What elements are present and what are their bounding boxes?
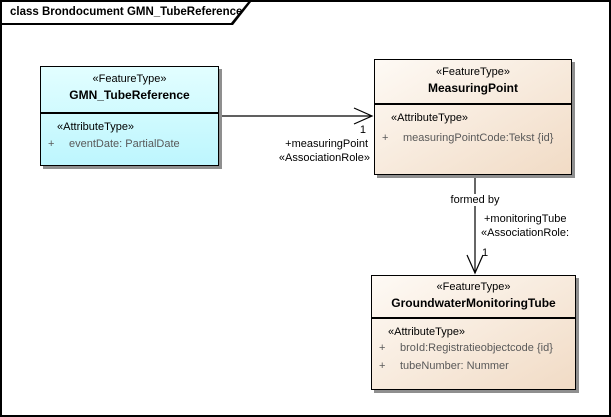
stereotype-label-association-monitoringtube: «AssociationRole: <box>481 227 570 239</box>
visibility-sign: + <box>379 342 386 354</box>
visibility-sign: + <box>379 360 386 372</box>
attribute-type-label: «AttributeType» <box>57 121 135 133</box>
visibility-sign: + <box>382 132 389 144</box>
stereotype-label: «FeatureType» <box>436 281 511 293</box>
class-name: MeasuringPoint <box>427 81 518 95</box>
multiplicity-label-monitoringtube: 1 <box>482 247 489 259</box>
diagram-title-tab-fill <box>2 2 248 23</box>
attribute-signature: broId:Registratieobjectcode {id} <box>400 342 553 354</box>
visibility-sign: + <box>48 138 55 150</box>
stereotype-label-association-measuringpoint: «AssociationRole» <box>278 152 370 164</box>
class-box-gmn-tubereference[interactable]: «FeatureType» GMN_TubeReference «Attribu… <box>40 66 219 166</box>
attributes-compartment: «AttributeType» + eventDate: PartialDate <box>41 114 218 156</box>
attributes-compartment: «AttributeType» + broId:Registratieobjec… <box>372 319 575 378</box>
attribute-row: + eventDate: PartialDate <box>41 138 218 156</box>
diagram-title: class Brondocument GMN_TubeReference <box>10 6 243 18</box>
stereotype-label: «FeatureType» <box>436 66 510 78</box>
class-header: «FeatureType» MeasuringPoint <box>375 60 571 105</box>
attribute-row: + measuringPointCode:Tekst {id} <box>375 132 571 150</box>
attribute-row: + broId:Registratieobjectcode {id} <box>372 342 575 360</box>
open-arrowhead <box>353 107 374 125</box>
attribute-type-label: «AttributeType» <box>391 112 469 124</box>
association-monitoringtube[interactable] <box>466 175 484 275</box>
open-arrowhead <box>466 254 484 275</box>
class-header: «FeatureType» GroundwaterMonitoringTube <box>372 276 575 319</box>
attribute-type-label: «AttributeType» <box>388 326 466 338</box>
association-measuringpoint[interactable] <box>220 107 374 125</box>
class-header: «FeatureType» GMN_TubeReference <box>41 67 218 114</box>
attributes-compartment: «AttributeType» + measuringPointCode:Tek… <box>375 105 571 150</box>
role-label-measuringpoint: +measuringPoint <box>285 138 368 150</box>
attribute-signature: eventDate: PartialDate <box>69 138 180 150</box>
class-name: GroundwaterMonitoringTube <box>391 296 556 310</box>
diagram-title-tab: class Brondocument GMN_TubeReference <box>2 2 251 25</box>
stereotype-label: «FeatureType» <box>92 73 167 85</box>
attribute-row: + tubeNumber: Nummer <box>372 360 575 378</box>
attribute-signature: measuringPointCode:Tekst {id} <box>403 132 554 144</box>
attribute-signature: tubeNumber: Nummer <box>400 360 509 372</box>
class-box-measuringpoint[interactable]: «FeatureType» MeasuringPoint «AttributeT… <box>374 59 572 175</box>
association-name-formed-by: formed by <box>438 194 512 206</box>
role-label-monitoringtube: +monitoringTube <box>484 213 567 225</box>
class-box-groundwatermonitoringtube[interactable]: «FeatureType» GroundwaterMonitoringTube … <box>371 275 576 390</box>
multiplicity-label-measuringpoint: 1 <box>359 124 366 136</box>
class-name: GMN_TubeReference <box>69 88 190 102</box>
